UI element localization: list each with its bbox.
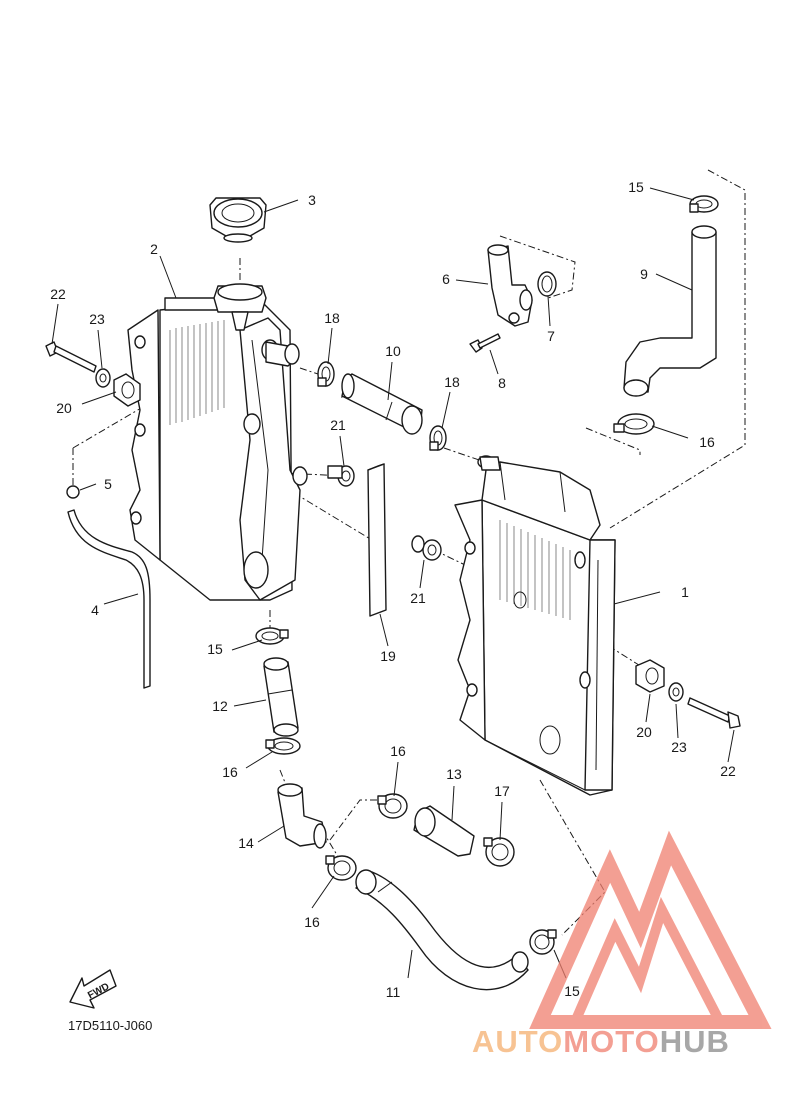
clamp-15-left [255, 627, 289, 645]
hose-13 [413, 805, 475, 857]
elbow-joint-14 [277, 783, 327, 849]
clamp-16-upper [377, 793, 408, 819]
clamp-15-top [689, 195, 719, 213]
callout-14: 14 [238, 835, 254, 851]
left-radiator-core-fins [169, 320, 225, 425]
callout-1: 1 [681, 584, 689, 600]
part-code: 17D5110-J060 [68, 1018, 152, 1033]
clamp-18-left [317, 361, 335, 387]
callout-5: 5 [104, 476, 112, 492]
callout-16-lower: 16 [304, 914, 320, 930]
callout-15-bottom: 15 [564, 983, 580, 999]
callout-19: 19 [380, 648, 396, 664]
hose-11 [355, 869, 529, 991]
callout-23-left: 23 [89, 311, 105, 327]
clamp-17 [483, 837, 515, 867]
callout-11: 11 [386, 984, 401, 1000]
callout-21-lower: 21 [410, 590, 426, 606]
logo-triangle-icon [529, 830, 772, 1029]
fwd-arrow-icon: FWD [69, 969, 117, 1009]
callout-17: 17 [494, 783, 510, 799]
callout-8: 8 [498, 375, 506, 391]
hose-joint-outlet [487, 244, 533, 327]
clamp-15-bottom [529, 929, 557, 955]
callout-3: 3 [308, 192, 316, 208]
watermark-moto: MOTO [563, 1024, 659, 1059]
plate-19 [367, 463, 387, 617]
callout-20-right: 20 [636, 724, 652, 740]
hose-12 [263, 657, 299, 737]
hose-upper-right [623, 225, 717, 397]
callout-15-top: 15 [628, 179, 644, 195]
callout-18-right: 18 [444, 374, 460, 390]
damper-20-left [113, 373, 141, 407]
callout-7: 7 [547, 328, 555, 344]
right-radiator [454, 455, 616, 796]
callout-16-middle: 16 [222, 764, 238, 780]
watermark-hub: HUB [660, 1024, 730, 1059]
bolt-22-left [45, 341, 97, 373]
callout-15-left: 15 [207, 641, 223, 657]
callout-10: 10 [385, 343, 401, 359]
callout-4: 4 [91, 602, 99, 618]
clamp-16-right [613, 413, 655, 435]
callout-labels: 1 2 3 4 5 6 7 8 9 10 11 12 13 14 15 15 1… [50, 179, 736, 1000]
damper-20-right [635, 659, 665, 693]
bolt-8 [469, 333, 501, 353]
leader-lines [51, 187, 735, 979]
callout-22-left: 22 [50, 286, 66, 302]
automotohub-logo: AUTOMOTOHUB [472, 830, 772, 1059]
washer-23-left [95, 368, 111, 388]
callout-22-right: 22 [720, 763, 736, 779]
washer-23-right [668, 682, 684, 702]
clamp-16-lower [325, 855, 357, 881]
callout-6: 6 [442, 271, 450, 287]
callout-18-left: 18 [324, 310, 340, 326]
hose-connector-10 [341, 373, 423, 435]
hose-clip-5 [66, 485, 80, 499]
callout-16-upper: 16 [390, 743, 406, 759]
breather-hose-4 [67, 509, 151, 689]
callout-20-left: 20 [56, 400, 72, 416]
bolt-22-right [687, 697, 741, 729]
right-radiator-core-fins [499, 520, 571, 620]
collar-21-lower [411, 535, 442, 561]
clamp-16-middle [265, 737, 301, 755]
callout-9: 9 [640, 266, 648, 282]
callout-12: 12 [212, 698, 228, 714]
watermark-text: AUTOMOTOHUB [472, 1024, 730, 1059]
watermark-auto: AUTO [472, 1024, 563, 1059]
callout-23-right: 23 [671, 739, 687, 755]
o-ring [537, 271, 557, 297]
callout-16-right: 16 [699, 434, 715, 450]
callout-2: 2 [150, 241, 158, 257]
callout-13: 13 [446, 766, 462, 782]
left-radiator [127, 283, 308, 601]
collar-21-upper [327, 465, 355, 487]
clamp-18-right [429, 425, 447, 451]
callout-21-upper: 21 [330, 417, 346, 433]
radiator-cap [209, 197, 267, 243]
